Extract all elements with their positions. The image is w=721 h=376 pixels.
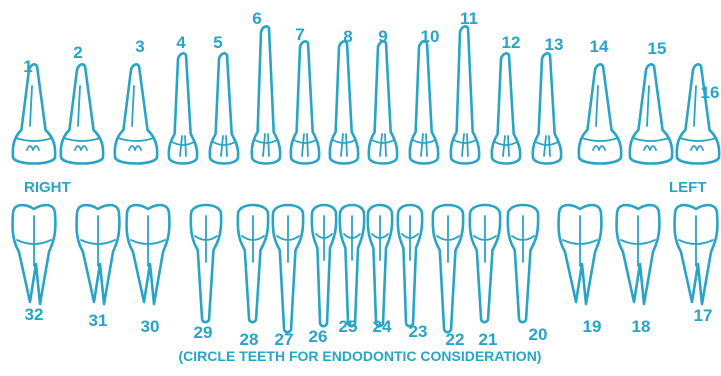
tooth-11[interactable] [451,26,479,163]
tooth-outline [169,53,197,163]
tooth-outline [291,41,319,163]
tooth-20[interactable] [508,205,538,322]
tooth-number-25: 25 [339,317,358,336]
tooth-2[interactable] [61,64,103,163]
tooth-number-26: 26 [309,327,328,346]
tooth-outline [492,53,520,163]
tooth-30[interactable] [127,205,170,304]
tooth-19[interactable] [559,205,602,304]
tooth-outline [533,53,561,163]
tooth-13[interactable] [533,53,561,163]
tooth-number-30: 30 [141,317,160,336]
tooth-number-8: 8 [343,27,352,46]
tooth-4[interactable] [169,53,197,163]
tooth-outline [410,41,438,163]
tooth-17[interactable] [675,205,718,304]
tooth-number-10: 10 [421,27,440,46]
tooth-number-7: 7 [295,25,304,44]
tooth-8[interactable] [330,41,358,163]
tooth-26[interactable] [312,205,336,326]
tooth-number-5: 5 [213,33,222,52]
lower-teeth-row [13,205,718,332]
left-side-label: LEFT [669,179,707,196]
tooth-21[interactable] [470,205,500,322]
tooth-12[interactable] [492,53,520,163]
tooth-number-15: 15 [648,39,667,58]
tooth-outline [330,41,358,163]
upper-teeth-row [13,26,719,163]
right-side-label: RIGHT [24,179,71,196]
tooth-number-27: 27 [275,330,294,349]
tooth-14[interactable] [579,64,621,163]
tooth-number-13: 13 [545,35,564,54]
tooth-number-20: 20 [529,325,548,344]
tooth-number-28: 28 [240,330,259,349]
tooth-16[interactable] [677,64,719,163]
tooth-9[interactable] [369,41,397,163]
tooth-number-9: 9 [378,27,387,46]
tooth-25[interactable] [340,205,364,326]
lower-tooth-numbers: 32 31 30 29 28 27 26 25 24 23 22 21 20 19 18 17 [25,305,713,349]
tooth-number-4: 4 [176,33,186,52]
tooth-31[interactable] [77,205,120,304]
tooth-number-3: 3 [135,37,144,56]
tooth-number-29: 29 [194,323,213,342]
tooth-7[interactable] [291,41,319,163]
tooth-number-1: 1 [23,57,32,76]
tooth-28[interactable] [238,205,268,322]
tooth-number-12: 12 [502,33,521,52]
tooth-18[interactable] [617,205,660,304]
tooth-number-24: 24 [373,317,392,336]
tooth-number-18: 18 [632,317,651,336]
tooth-29[interactable] [191,205,221,322]
tooth-10[interactable] [410,41,438,163]
tooth-number-31: 31 [89,311,108,330]
tooth-23[interactable] [398,205,422,326]
tooth-15[interactable] [630,64,672,163]
tooth-number-22: 22 [446,330,465,349]
tooth-number-2: 2 [73,43,82,62]
tooth-5[interactable] [210,53,238,163]
tooth-outline [369,41,397,163]
tooth-number-23: 23 [409,322,428,341]
tooth-27[interactable] [273,205,303,332]
tooth-22[interactable] [433,205,463,332]
tooth-32[interactable] [13,205,56,304]
tooth-number-17: 17 [694,306,713,325]
tooth-24[interactable] [368,205,392,326]
tooth-number-14: 14 [590,37,609,56]
tooth-number-19: 19 [583,317,602,336]
tooth-number-6: 6 [252,9,261,28]
tooth-3[interactable] [115,64,157,163]
tooth-1[interactable] [13,64,55,163]
tooth-number-16: 16 [701,83,720,102]
tooth-number-32: 32 [25,305,44,324]
caption: (CIRCLE TEETH FOR ENDODONTIC CONSIDERATI… [179,348,542,364]
tooth-outline [210,53,238,163]
tooth-number-11: 11 [460,9,478,28]
tooth-6[interactable] [252,26,280,163]
tooth-number-21: 21 [479,330,498,349]
